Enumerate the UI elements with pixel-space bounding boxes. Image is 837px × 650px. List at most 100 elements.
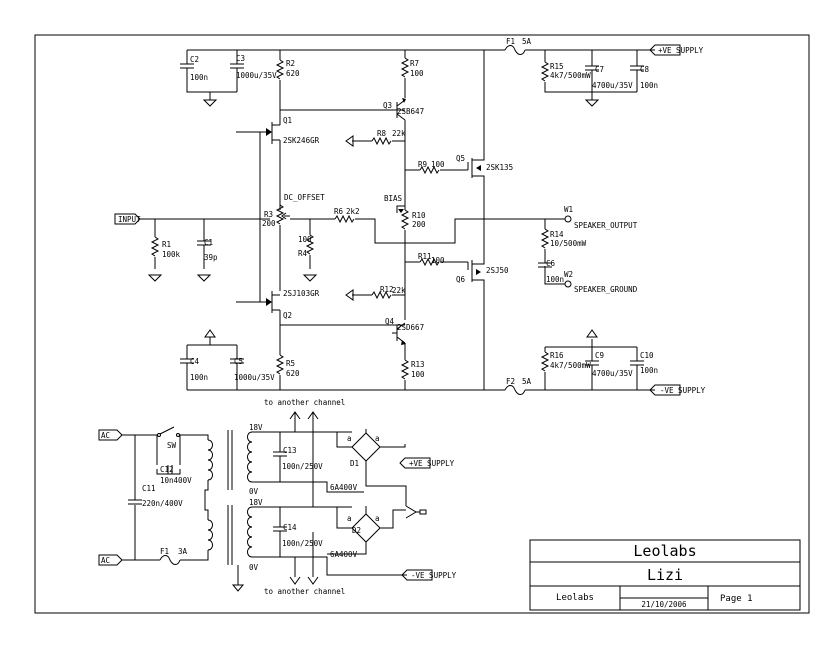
svg-text:C8: C8 (640, 65, 650, 74)
port-ac-1: AC (98, 429, 123, 441)
svg-text:W1: W1 (564, 205, 573, 214)
svg-text:100n: 100n (190, 73, 208, 82)
svg-text:620: 620 (286, 69, 300, 78)
cap-c12: C12 10n400V (160, 465, 192, 485)
svg-text:2SK135: 2SK135 (486, 163, 513, 172)
svg-text:R4: R4 (298, 249, 308, 258)
terminal-w2: W2 SPEAKER_GROUND (564, 270, 638, 294)
transistor-q6: 2SJ50 Q6 (456, 219, 509, 390)
svg-text:DC_OFFSET: DC_OFFSET (284, 193, 325, 202)
svg-text:4700u/35V: 4700u/35V (592, 369, 633, 378)
svg-text:R16: R16 (550, 351, 564, 360)
svg-text:D2: D2 (352, 526, 361, 535)
svg-text:C2: C2 (190, 55, 199, 64)
svg-text:100n/250V: 100n/250V (282, 539, 323, 548)
svg-text:22k: 22k (392, 129, 406, 138)
svg-text:AC: AC (101, 431, 110, 440)
tb-drawn-by: Leolabs (556, 593, 594, 603)
port-pos-supply: +VE SUPPLY (649, 44, 704, 56)
svg-text:1000u/35V: 1000u/35V (234, 373, 275, 382)
svg-text:100n: 100n (640, 81, 658, 90)
svg-text:R14: R14 (550, 230, 564, 239)
svg-text:5A: 5A (522, 37, 532, 46)
tb-title: Lizi (647, 566, 683, 584)
svg-text:R13: R13 (411, 360, 425, 369)
svg-text:Q6: Q6 (456, 275, 466, 284)
svg-text:C14: C14 (283, 523, 297, 532)
svg-text:R11: R11 (418, 252, 432, 261)
svg-text:R3: R3 (264, 210, 273, 219)
svg-text:3A: 3A (178, 547, 188, 556)
cap-c13: C13 100n/250V (273, 446, 323, 471)
svg-text:R10: R10 (412, 211, 426, 220)
transistor-q5: Q5 2SK135 (456, 50, 513, 219)
svg-text:R8: R8 (377, 129, 387, 138)
svg-text:C13: C13 (283, 446, 297, 455)
svg-text:18V: 18V (249, 423, 263, 432)
ground-c2c3 (203, 99, 217, 107)
svg-text:220n/400V: 220n/400V (142, 499, 183, 508)
svg-text:100: 100 (431, 256, 445, 265)
svg-text:SW: SW (167, 441, 177, 450)
svg-text:100n/250V: 100n/250V (282, 462, 323, 471)
port-pos-supply-out: +VE SUPPLY (399, 457, 455, 469)
svg-text:C1: C1 (204, 238, 213, 247)
svg-text:-VE SUPPLY: -VE SUPPLY (411, 571, 457, 580)
svg-text:C12: C12 (160, 465, 174, 474)
svg-text:C4: C4 (190, 357, 200, 366)
svg-text:Q3: Q3 (383, 101, 392, 110)
svg-text:22k: 22k (392, 286, 406, 295)
port-neg-supply: -VE SUPPLY (649, 384, 706, 396)
svg-text:0V: 0V (249, 487, 259, 496)
svg-text:Q4: Q4 (385, 317, 395, 326)
svg-text:Q1: Q1 (283, 116, 292, 125)
svg-text:a: a (375, 514, 380, 523)
svg-text:10n400V: 10n400V (160, 476, 192, 485)
svg-text:Q2: Q2 (283, 311, 292, 320)
svg-text:4k7/500mW: 4k7/500mW (550, 71, 591, 80)
transistor-q3: Q3 2SB647 (383, 98, 424, 200)
sheet-border (34, 34, 810, 614)
switch-sw: SW (157, 426, 180, 450)
ground-r4 (303, 274, 317, 282)
tb-page: Page 1 (720, 594, 753, 604)
port-ac-2: AC (98, 554, 123, 566)
svg-text:100: 100 (298, 235, 312, 244)
svg-text:R6: R6 (334, 207, 344, 216)
svg-text:SPEAKER_GROUND: SPEAKER_GROUND (574, 285, 638, 294)
svg-text:100n: 100n (546, 275, 564, 284)
tb-date: 21/10/2006 (641, 600, 687, 609)
svg-text:F1: F1 (160, 547, 169, 556)
tb-company: Leolabs (633, 542, 696, 560)
svg-text:a: a (375, 434, 380, 443)
svg-text:4700u/35V: 4700u/35V (592, 81, 633, 90)
svg-text:AC: AC (101, 556, 110, 565)
svg-text:10/500mW: 10/500mW (550, 239, 587, 248)
svg-text:620: 620 (286, 369, 300, 378)
svg-text:2SB647: 2SB647 (397, 107, 424, 116)
svg-text:INPUT: INPUT (118, 215, 141, 224)
cap-c8: C8 100n (629, 65, 658, 90)
svg-text:C11: C11 (142, 484, 156, 493)
svg-text:C9: C9 (595, 351, 604, 360)
cap-c11: C11 220n/400V (128, 484, 183, 508)
res-r8: R8 22k (371, 129, 406, 145)
svg-text:C3: C3 (236, 54, 245, 63)
svg-text:R1: R1 (162, 240, 171, 249)
